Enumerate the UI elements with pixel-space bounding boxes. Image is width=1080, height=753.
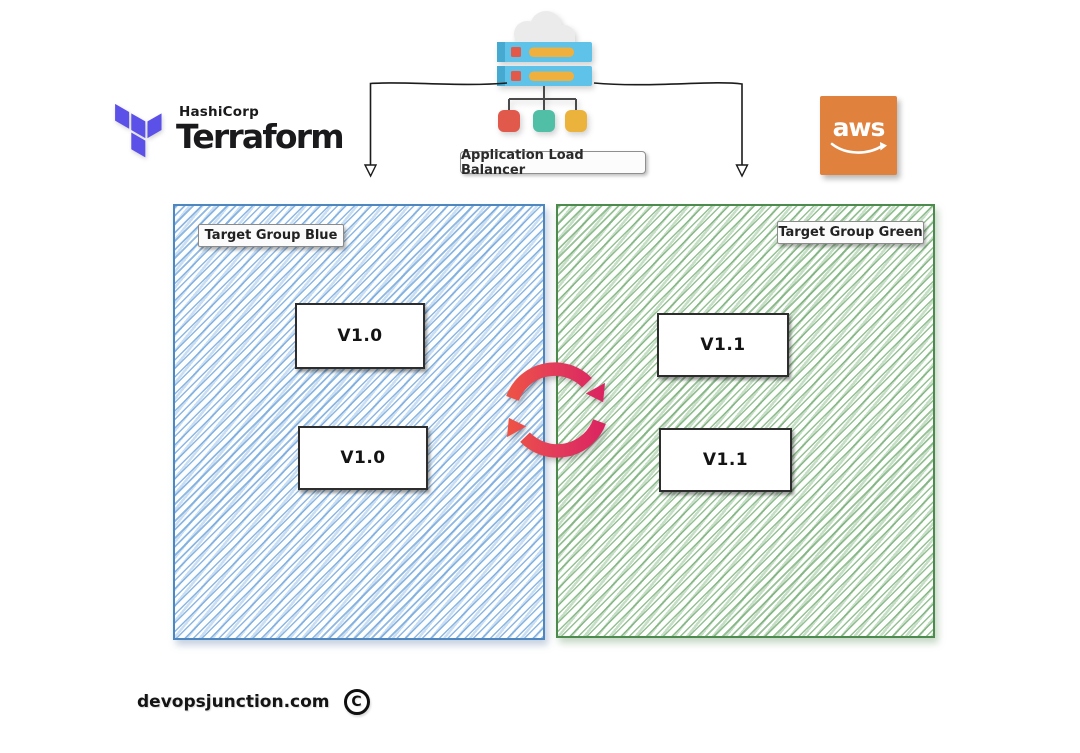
instance-box-green-1: V1.1 bbox=[657, 313, 789, 377]
target-group-blue-label: Target Group Blue bbox=[198, 224, 344, 247]
copyright-icon: C bbox=[343, 689, 370, 715]
instance-box-green-2: V1.1 bbox=[659, 428, 792, 492]
site-name: devopsjunction.com bbox=[137, 692, 330, 712]
instance-box-blue-1: V1.0 bbox=[295, 303, 425, 369]
load-balancer-label-text: Application Load Balancer bbox=[461, 147, 584, 178]
copyright-letter: C bbox=[351, 694, 362, 710]
load-balancer-icon bbox=[497, 11, 592, 132]
target-group-blue-label-text: Target Group Blue bbox=[204, 228, 338, 243]
terraform-mark-icon bbox=[115, 103, 162, 158]
footer: devopsjunction.com C bbox=[137, 689, 370, 715]
terraform-logo: HashiCorp Terraform bbox=[114, 102, 345, 162]
instance-version: V1.1 bbox=[702, 450, 749, 470]
target-group-green-label: Target Group Green bbox=[777, 221, 924, 244]
target-group-green-label-text: Target Group Green bbox=[778, 225, 923, 240]
aws-wordmark: aws bbox=[832, 113, 886, 142]
instance-version: V1.1 bbox=[700, 335, 746, 355]
instance-box-blue-2: V1.0 bbox=[298, 426, 428, 490]
terraform-wordmark: Terraform bbox=[176, 117, 345, 156]
target-group-blue-panel bbox=[173, 204, 545, 640]
swap-refresh-icon bbox=[506, 362, 606, 458]
aws-logo: aws bbox=[820, 96, 897, 175]
aws-smile-icon bbox=[830, 142, 887, 154]
target-group-green-panel bbox=[556, 204, 935, 638]
instance-version: V1.0 bbox=[337, 326, 383, 346]
load-balancer-label: Application Load Balancer bbox=[460, 148, 646, 178]
instance-version: V1.0 bbox=[340, 448, 386, 468]
hashicorp-wordmark: HashiCorp bbox=[179, 104, 259, 120]
